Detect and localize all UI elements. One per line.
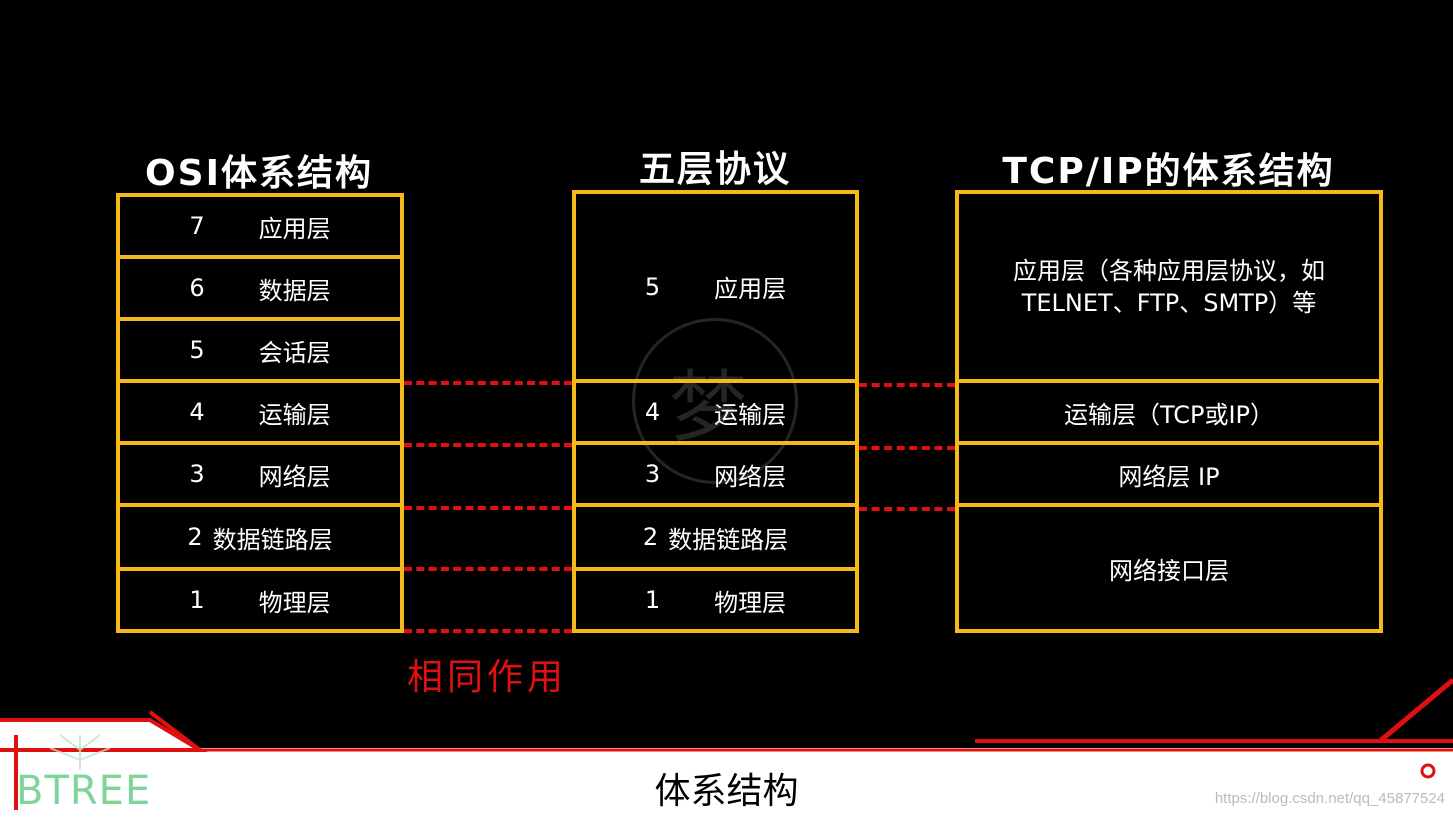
connector-dash: [859, 446, 955, 450]
source-url: https://blog.csdn.net/qq_45877524: [1214, 790, 1445, 807]
five-layer-1: 1 物理层: [572, 567, 859, 633]
connector-dash: [404, 443, 572, 447]
watermark-seal: 梦: [632, 318, 798, 484]
layer-name: 运输层（TCP或IP）: [1063, 400, 1275, 429]
layer-number: 6: [189, 274, 205, 302]
layer-number: 4: [644, 398, 661, 426]
tcpip-heading: TCP/IP的体系结构: [1002, 151, 1335, 192]
layer-name: 运输层: [258, 400, 331, 429]
connector-dash: [404, 567, 572, 571]
layer-number: 2: [642, 523, 659, 551]
layer-name: 网络接口层: [1109, 556, 1229, 585]
osi-layer-1: 1 物理层: [116, 567, 404, 633]
connector-dash: [404, 629, 572, 633]
layer-number: 3: [644, 460, 661, 488]
layer-number: 1: [189, 586, 205, 614]
layer-number: 2: [187, 523, 203, 551]
connector-dash: [404, 381, 572, 385]
connector-dash: [859, 507, 955, 511]
layer-name: 数据层: [258, 276, 331, 305]
layer-name: 数据链路层: [212, 525, 333, 554]
layer-number: 1: [644, 586, 661, 614]
tcpip-interface-layer: 网络接口层: [955, 503, 1383, 633]
btree-logo: BTREE: [16, 768, 152, 814]
layer-number: 5: [644, 272, 661, 301]
connector-dash: [404, 506, 572, 510]
tcpip-application-line2: TELNET、FTP、SMTP）等: [1021, 288, 1317, 317]
tcpip-application-line1: 应用层（各种应用层协议，如: [1013, 256, 1325, 285]
layer-number: 5: [189, 336, 205, 364]
connector-dash: [859, 383, 955, 387]
watermark-char: 梦: [669, 363, 748, 453]
layer-name: 数据链路层: [668, 525, 789, 554]
five-layer-heading: 五层协议: [638, 149, 791, 190]
layer-name: 运输层: [714, 400, 787, 429]
layer-number: 4: [189, 398, 205, 426]
layer-name: 网络层: [258, 462, 331, 491]
osi-layer-2: 2 数据链路层: [116, 503, 404, 571]
layer-name: 应用层: [258, 214, 331, 243]
layer-name: 会话层: [258, 338, 331, 367]
layer-name: 物理层: [714, 588, 787, 617]
footer-title: 体系结构: [654, 771, 799, 812]
layer-name: 物理层: [258, 588, 331, 617]
layer-name: 网络层: [714, 462, 787, 491]
same-function-label: 相同作用: [406, 657, 567, 698]
osi-heading: OSI体系结构: [145, 153, 373, 194]
layer-name: 应用层: [714, 275, 787, 303]
footer-bar: [0, 748, 1453, 818]
layer-number: 3: [189, 460, 205, 488]
layer-number: 7: [189, 212, 205, 240]
layer-name: 网络层 IP: [1118, 462, 1220, 491]
